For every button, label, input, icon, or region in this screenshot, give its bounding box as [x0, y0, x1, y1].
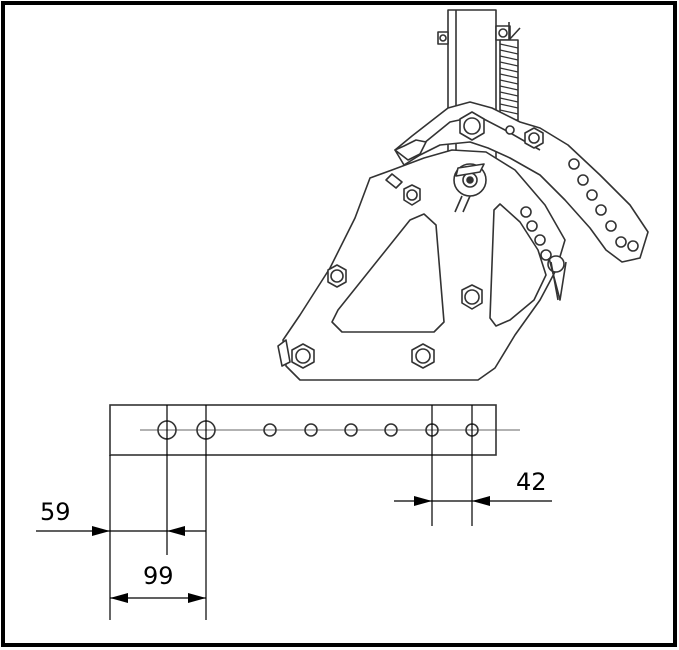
slot-adjust-holes — [520, 206, 552, 261]
lever-adjust-holes — [568, 158, 639, 252]
bar-hole-small — [344, 423, 358, 437]
dim-99-line — [110, 593, 206, 603]
dim-59-line — [36, 526, 206, 536]
plate-notch — [385, 173, 403, 189]
tension-spring — [499, 22, 521, 121]
plate-bolt — [291, 343, 315, 369]
lever-arm — [394, 101, 649, 263]
safety-clip — [547, 255, 567, 301]
plate-bolt — [411, 343, 435, 369]
flat-bar — [109, 404, 520, 456]
bar-hole-small — [263, 423, 277, 437]
dim-42-line — [394, 496, 552, 506]
plate-bolt — [403, 184, 421, 206]
lever-hole — [505, 125, 515, 135]
plate-bolt — [461, 284, 483, 310]
post-bolt-left — [437, 31, 449, 45]
plate-bolt — [327, 264, 347, 288]
dimension-lines — [36, 405, 552, 620]
lever-bolt — [524, 127, 544, 149]
dim-label-42: 42 — [516, 468, 547, 496]
lever-pivot-bolt — [459, 111, 485, 141]
locking-pin — [453, 163, 487, 213]
plate-tab — [277, 339, 291, 367]
dim-label-99: 99 — [143, 562, 174, 590]
post-bolt-right — [495, 25, 511, 41]
dim-label-59: 59 — [40, 498, 71, 526]
bar-hole-small — [304, 423, 318, 437]
plate-slot-right — [489, 203, 547, 327]
bar-hole-small — [384, 423, 398, 437]
hitch-mechanism — [277, 9, 649, 381]
hook — [394, 139, 427, 161]
plate-cutout-left — [331, 213, 445, 333]
